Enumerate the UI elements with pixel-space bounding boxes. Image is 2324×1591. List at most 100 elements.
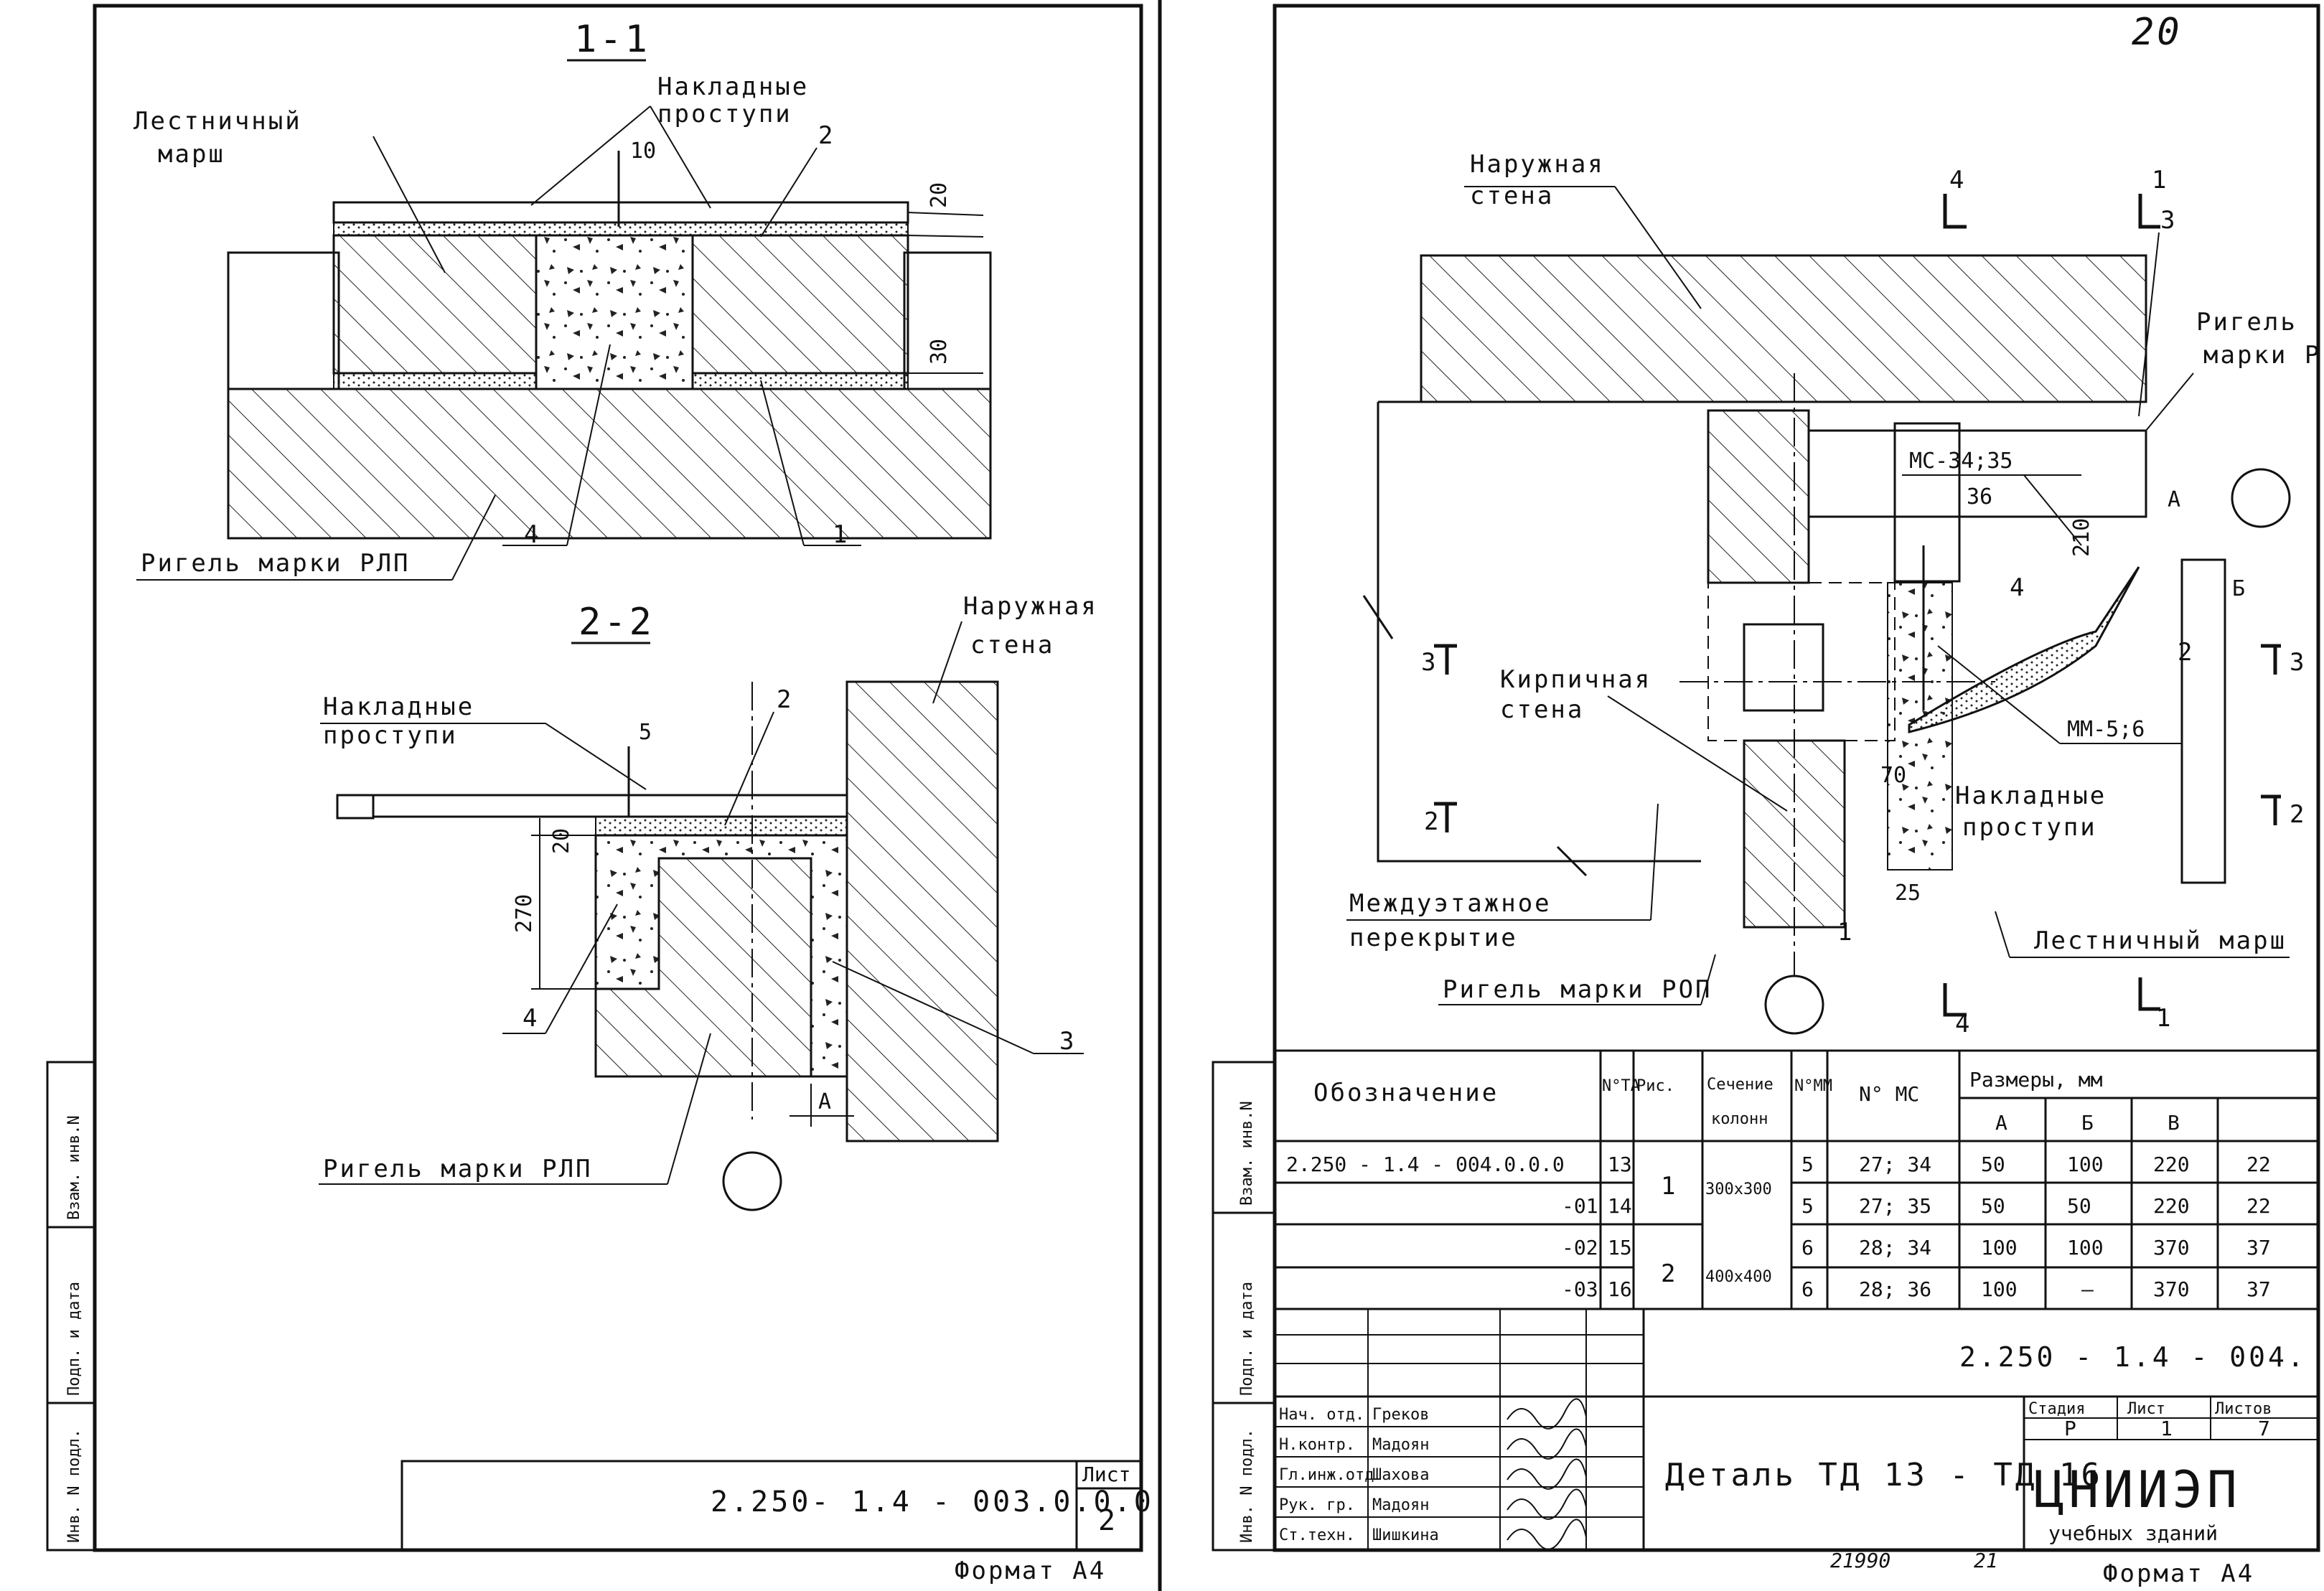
left-sheet: 1-1 Лестничный марш Накладные проступи 1…: [46, 0, 1162, 1591]
label-treads-2-1: Накладные: [323, 693, 474, 721]
role-4: Рук. гр.: [1279, 1496, 1355, 1514]
dim-20-b: 20: [549, 828, 574, 854]
label-treads-1: Накладные: [657, 72, 809, 101]
stage-label: Стадия: [2028, 1400, 2085, 1418]
org-name: ЦНИИЭП: [2034, 1460, 2241, 1519]
r-label-ms: МС-34;35: [1909, 449, 2013, 474]
left-format: Формат А4: [955, 1557, 1106, 1585]
dim-5: 5: [639, 720, 652, 745]
name-3: Шахова: [1372, 1466, 1429, 1484]
left-doc-code: 2.250- 1.4 - 003.0.0.0: [711, 1486, 1154, 1519]
row4-des: -03: [1562, 1277, 1598, 1301]
name-2: Мадоян: [1372, 1436, 1429, 1454]
org-sub: учебных зданий: [2048, 1521, 2218, 1545]
concrete-fill: [535, 234, 694, 390]
row1-a: 50: [1981, 1153, 2005, 1176]
row1-b: 100: [2067, 1153, 2104, 1176]
section-1-title: 1-1: [574, 18, 650, 61]
row1-des: 2.250 - 1.4 - 004.0.0.0: [1286, 1153, 1565, 1176]
label-treads-2-2: проступи: [323, 721, 458, 750]
stamp-sign: Подп. и дата: [65, 1282, 83, 1396]
r-beam-p: [1807, 429, 2147, 518]
r-stamp-inv: Инв. N подл.: [1238, 1429, 1256, 1543]
r-callout-1: 1: [1837, 918, 1854, 947]
row3-b: 100: [2067, 1236, 2104, 1259]
r-label-beam-rop: Ригель марки РОП: [1443, 975, 1712, 1004]
r-stair: [1908, 566, 2140, 733]
dim-A: А: [818, 1089, 831, 1114]
label-wall-2: стена: [970, 631, 1054, 660]
sheets-label: Листов: [2215, 1400, 2272, 1418]
right-sheet: 20 Наружная стена МС-34;35 36 210 А Б ММ…: [1212, 4, 2324, 1588]
r-format: Формат А4: [2103, 1559, 2254, 1588]
callout-2: 2: [818, 121, 835, 150]
stair-slab-left: [332, 234, 538, 375]
role-3: Гл.инж.отд: [1279, 1466, 1374, 1484]
dim-30: 30: [927, 339, 952, 365]
row2-des: -01: [1562, 1194, 1598, 1218]
row2-v: 220: [2153, 1194, 2190, 1218]
dim-20: 20: [927, 182, 952, 208]
th-col-2: колонн: [1711, 1110, 1768, 1128]
beam-rlp-1: [227, 388, 992, 540]
side-block-right: [903, 251, 992, 390]
r-label-stair: Лестничный марш: [2034, 926, 2287, 955]
signatures: [1507, 1398, 1587, 1550]
right-title-block: 2.250 - 1.4 - 004. 0.0.0 Нач. отд. Н.кон…: [1273, 1308, 2324, 1588]
row3-ms: 28; 34: [1859, 1236, 1931, 1259]
row1-mm: 5: [1801, 1153, 1814, 1176]
left-sheet-no: 2: [1098, 1504, 1118, 1537]
r-dim-25: 25: [1895, 881, 1921, 906]
right-side-stamp: Инв. N подл. Подп. и дата Взам. инв.N: [1212, 1061, 1276, 1552]
row4-mm: 6: [1801, 1277, 1814, 1301]
mark-1-bottom: 1: [2156, 1004, 2173, 1033]
row3-x: 37: [2246, 1236, 2271, 1259]
stage-val: Р: [2064, 1417, 2076, 1440]
r-label-floor-1: Междуэтажное: [1349, 889, 1552, 918]
left-title-block: 2.250- 1.4 - 003.0.0.0 Лист 2 Формат А4: [400, 1460, 1154, 1585]
stair-slab-right: [691, 234, 909, 375]
name-1: Греков: [1372, 1406, 1429, 1424]
r-section-marks: 4 1 3 2 3 2 4 1: [1421, 166, 2306, 1038]
row1-ta: 13: [1608, 1153, 1632, 1176]
row4-ta: 16: [1608, 1277, 1632, 1301]
section-1-1: 1-1 Лестничный марш Накладные проступи 1…: [133, 18, 992, 581]
r-stamp-repl: Взам. инв.N: [1238, 1101, 1256, 1206]
r-label-treads-1: Накладные: [1955, 782, 2107, 810]
stamp-repl: Взам. инв.N: [65, 1115, 83, 1220]
r-dim-B: Б: [2232, 576, 2245, 601]
tread-mortar: [333, 222, 909, 236]
name-5: Шишкина: [1372, 1526, 1439, 1544]
callout-4-b: 4: [523, 1004, 539, 1033]
label-wall-1: Наружная: [963, 592, 1098, 621]
r-label-floor-2: перекрытие: [1349, 924, 1518, 952]
row2-ms: 27; 35: [1859, 1194, 1931, 1218]
callout-2-b: 2: [777, 685, 793, 714]
callout-4: 4: [524, 520, 540, 549]
row3-des: -02: [1562, 1236, 1598, 1259]
footer-num2: 21: [1974, 1549, 1998, 1572]
row2-mm: 5: [1801, 1194, 1814, 1218]
row1-ms: 27; 34: [1859, 1153, 1931, 1176]
dim-10: 10: [630, 139, 656, 164]
r-floor-slab: [1377, 400, 1701, 863]
sheet-label: Лист: [2127, 1400, 2165, 1418]
tread-top: [332, 201, 909, 224]
mark-2-left: 2: [1424, 807, 1440, 836]
r-callout-4: 4: [2010, 573, 2026, 602]
r-label-ms2: 36: [1967, 484, 1992, 510]
r-column-lower: [1707, 582, 1896, 741]
mark-3-left: 3: [1421, 648, 1438, 677]
r-outer-wall: [1420, 254, 2147, 403]
r-label-beam-p-2: марки Р: [2203, 341, 2321, 370]
mark-1-top: 1: [2152, 166, 2168, 194]
th-col-1: Сечение: [1707, 1076, 1774, 1094]
row3-a: 100: [1981, 1236, 2018, 1259]
row3-v: 370: [2153, 1236, 2190, 1259]
th-ms: N° МС: [1859, 1082, 1919, 1106]
label-beam-1: Ригель марки РЛП: [141, 549, 411, 578]
row2-ta: 14: [1608, 1194, 1632, 1218]
mark-2-right: 2: [2290, 800, 2306, 829]
side-block-left: [227, 251, 340, 390]
row4-a: 100: [1981, 1277, 2018, 1301]
